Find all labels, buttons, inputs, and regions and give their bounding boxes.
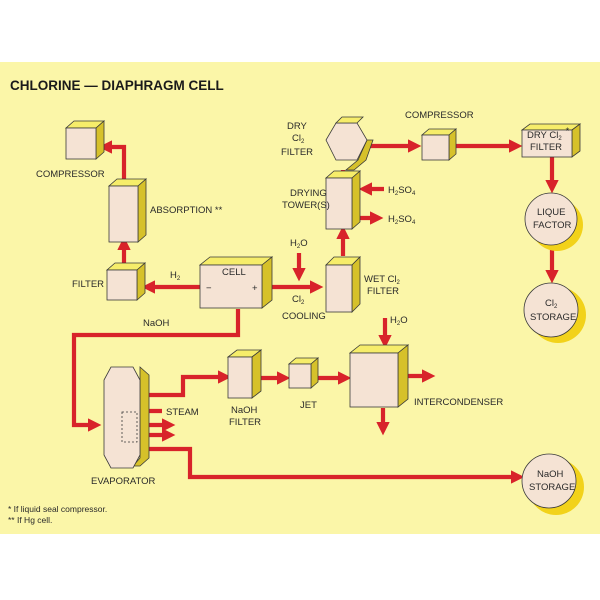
naoh-filter-box	[226, 349, 263, 399]
label-h2o-right: H2O	[390, 315, 408, 327]
label-compressor-left: COMPRESSOR	[36, 169, 105, 180]
label-cl2: Cl2	[292, 294, 305, 306]
label-filter: FILTER	[72, 279, 104, 290]
dry-cl2-filter-hex	[325, 116, 374, 171]
flow-naoh-to-evaporator	[71, 309, 241, 432]
label-dry-filter-3: FILTER	[281, 147, 313, 158]
label-intercondenser: INTERCONDENSER	[414, 397, 503, 408]
label-naoh-storage-2: STORAGE	[529, 482, 575, 493]
label-dry-filter-right-1: DRY Cl2*	[527, 126, 570, 142]
label-drying-1: DRYING	[290, 188, 327, 199]
label-dry-filter-2: Cl2	[292, 133, 305, 145]
label-cell-minus: −	[206, 283, 212, 294]
label-liquefactor-2: FACTOR	[533, 220, 571, 231]
wet-cl2-filter-box	[325, 256, 361, 313]
evaporator-vessel	[103, 366, 150, 469]
drying-tower-box	[324, 170, 362, 230]
label-evaporator: EVAPORATOR	[91, 476, 156, 487]
label-h2so4-out: H2SO4	[388, 214, 416, 226]
label-cell: CELL	[222, 267, 246, 278]
label-h2so4-in: H2SO4	[388, 185, 416, 197]
label-steam: STEAM	[166, 407, 199, 418]
label-compressor-top: COMPRESSOR	[405, 110, 474, 121]
label-wet-cl2-2: FILTER	[367, 286, 399, 297]
cl2-storage-tank	[523, 282, 586, 343]
flow-to-naoh-storage	[147, 446, 525, 484]
label-cl2-storage-1: Cl2	[545, 298, 558, 310]
compressor-top-box	[420, 128, 458, 161]
flow-evaporator-to-naoh-filter	[147, 370, 232, 398]
liquefactor-tank	[524, 192, 583, 251]
label-naoh-filter-1: NaOH	[231, 405, 258, 416]
absorption-box	[107, 178, 148, 243]
label-jet: JET	[300, 400, 317, 411]
label-naoh-storage-1: NaOH	[537, 469, 564, 480]
label-wet-cl2-1: WET Cl2	[364, 274, 401, 286]
footnote-2: ** If Hg cell.	[8, 515, 52, 525]
label-naoh-filter-2: FILTER	[229, 417, 261, 428]
label-h2o-top: H2O	[290, 238, 308, 250]
intercondenser-box	[348, 344, 410, 408]
label-h2: H2	[170, 270, 181, 282]
label-cl2-storage-2: STORAGE	[530, 312, 576, 323]
footnote-1: * If liquid seal compressor.	[8, 504, 107, 514]
label-liquefactor-1: LIQUE	[537, 207, 566, 218]
label-drying-2: TOWER(S)	[282, 200, 330, 211]
compressor-left-box	[64, 120, 106, 160]
diagram-title: CHLORINE — DIAPHRAGM CELL	[10, 78, 224, 93]
label-dry-filter-1: DRY	[287, 121, 308, 132]
dry-cl2-filter-right-box	[520, 123, 582, 158]
label-absorption: ABSORPTION **	[150, 205, 223, 216]
label-cell-plus: +	[252, 283, 258, 294]
label-cooling: COOLING	[282, 311, 326, 322]
flow-absorption-to-compressor	[98, 140, 127, 186]
label-naoh-line: NaOH	[143, 318, 170, 329]
filter-box	[105, 262, 147, 301]
cell-box	[198, 256, 274, 309]
jet-box	[287, 357, 320, 389]
label-dry-filter-right-2: FILTER	[530, 142, 562, 153]
naoh-storage-tank	[521, 453, 584, 515]
